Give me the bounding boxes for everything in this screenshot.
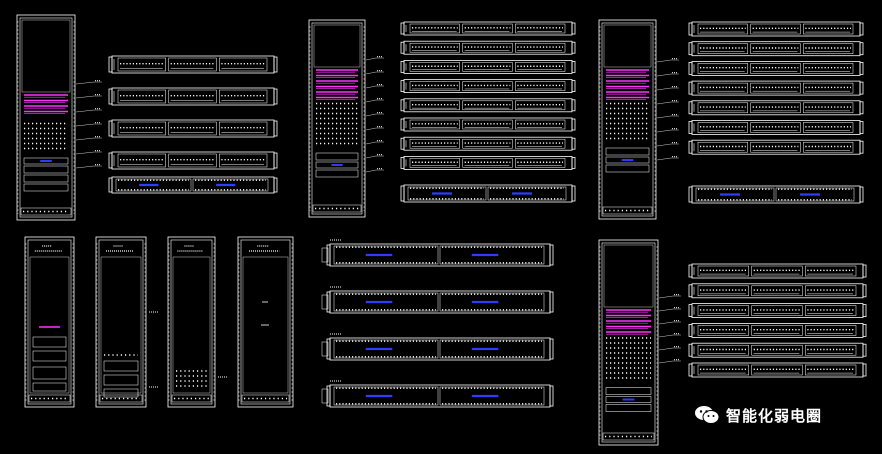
cabinet-1 [16,14,76,221]
watermark-text: 智能化弱电圈 [726,406,823,425]
patch-panel [108,87,278,106]
patch-panel [400,136,576,151]
patch-panel [400,60,576,74]
fiber-panel [326,290,554,314]
patch-panel [688,303,867,319]
labels-2 [365,55,384,173]
patch-panel [688,322,867,338]
patch-panel [688,362,867,378]
rack-a [24,236,75,408]
fiber-panel [326,243,554,267]
labels-4 [658,294,681,364]
fiber-panel [326,384,554,408]
panel-tag [321,286,342,310]
fiber-panel [108,176,278,194]
patch-panel [400,117,576,132]
patch-panel [688,100,864,116]
fiber-panel [688,185,864,204]
wechat-icon [695,406,720,424]
cabinet-4 [598,239,659,446]
patch-panel [108,55,278,74]
patch-panel [400,155,576,170]
patch-panel [108,151,278,170]
cabinet-3 [598,19,657,220]
panel-tag [321,239,342,263]
fiber-panel [400,184,576,203]
patch-panel [688,263,867,279]
cabinet-2 [308,19,366,218]
panel-tag [321,380,342,404]
rack-b [95,236,158,408]
patch-panel [688,61,864,76]
patch-panel [688,283,867,299]
watermark: 智能化弱电圈 [694,403,822,427]
rack-d [237,236,294,408]
patch-panel [688,21,864,37]
patch-panel [688,120,864,135]
patch-panel [400,21,576,36]
patch-panel [400,98,576,113]
patch-panel [688,41,864,57]
panel-tag [321,333,342,357]
patch-panel [688,139,864,155]
patch-panel [400,79,576,93]
fiber-panel [326,337,554,361]
labels-1 [75,79,102,169]
patch-panel [688,80,864,96]
patch-panel [108,119,278,138]
rack-c [167,236,227,408]
patch-panel [688,342,867,358]
patch-panel [400,40,576,55]
labels-3 [656,57,679,161]
